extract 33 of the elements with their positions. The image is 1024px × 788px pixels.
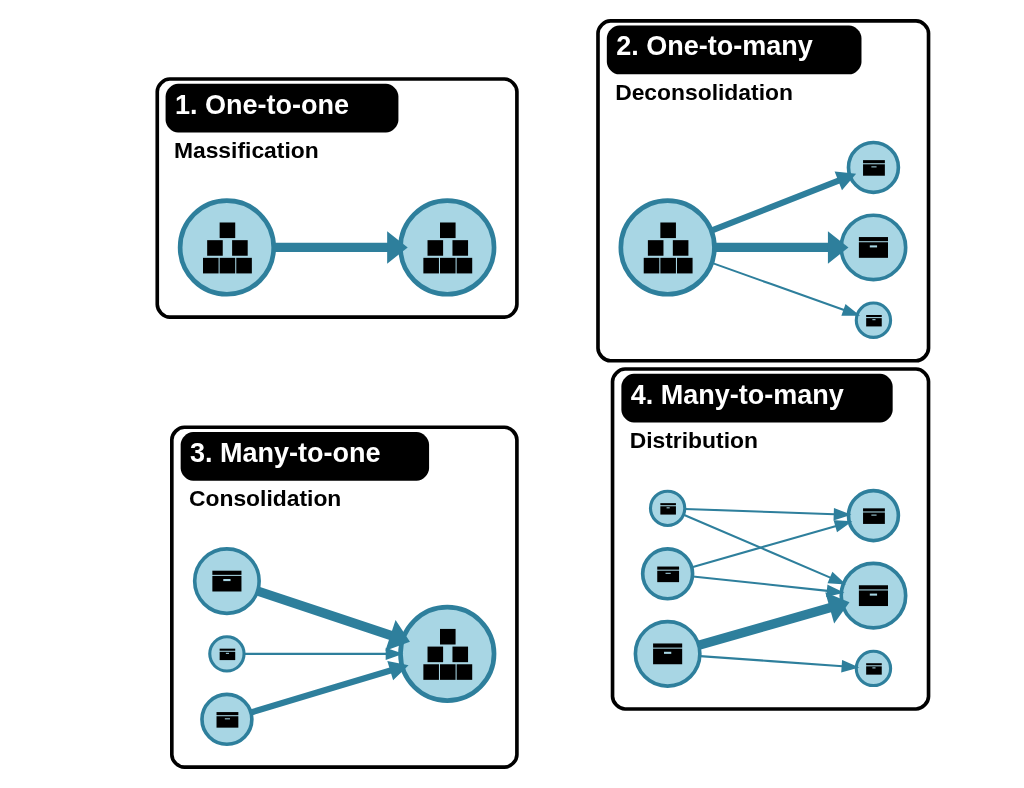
node-circle — [640, 547, 695, 601]
node-circle — [398, 198, 497, 297]
node-circle — [177, 198, 276, 297]
arrow — [684, 507, 852, 521]
arrow — [714, 231, 849, 264]
cluster: 4. Many-to-many Distribution — [610, 367, 931, 711]
node-circle — [208, 635, 246, 673]
node-circle — [854, 649, 893, 688]
node-circle — [846, 488, 901, 543]
arrow — [273, 231, 408, 264]
arrow — [691, 520, 853, 569]
cluster: 1. One-to-one Massification — [155, 77, 519, 319]
arrow — [250, 661, 409, 716]
node-circle — [839, 213, 908, 282]
arrow — [699, 655, 860, 673]
cluster: 2. One-to-many Deconsolidation — [596, 19, 931, 363]
arrow — [256, 586, 410, 651]
node-circle — [633, 619, 702, 688]
arrow — [710, 171, 857, 234]
node-circle — [648, 489, 687, 528]
node-circle — [846, 140, 901, 195]
node-circle — [192, 547, 261, 616]
arrow — [244, 647, 404, 661]
arrow — [697, 592, 850, 650]
cluster: 3. Many-to-one Consolidation — [170, 425, 519, 769]
node-circle — [854, 301, 893, 339]
arrow — [692, 575, 845, 597]
arrow — [683, 513, 847, 585]
node-circle — [200, 692, 254, 747]
node-circle — [839, 561, 908, 630]
node-circle — [398, 604, 497, 703]
arrow — [711, 261, 861, 316]
node-circle — [618, 198, 717, 297]
